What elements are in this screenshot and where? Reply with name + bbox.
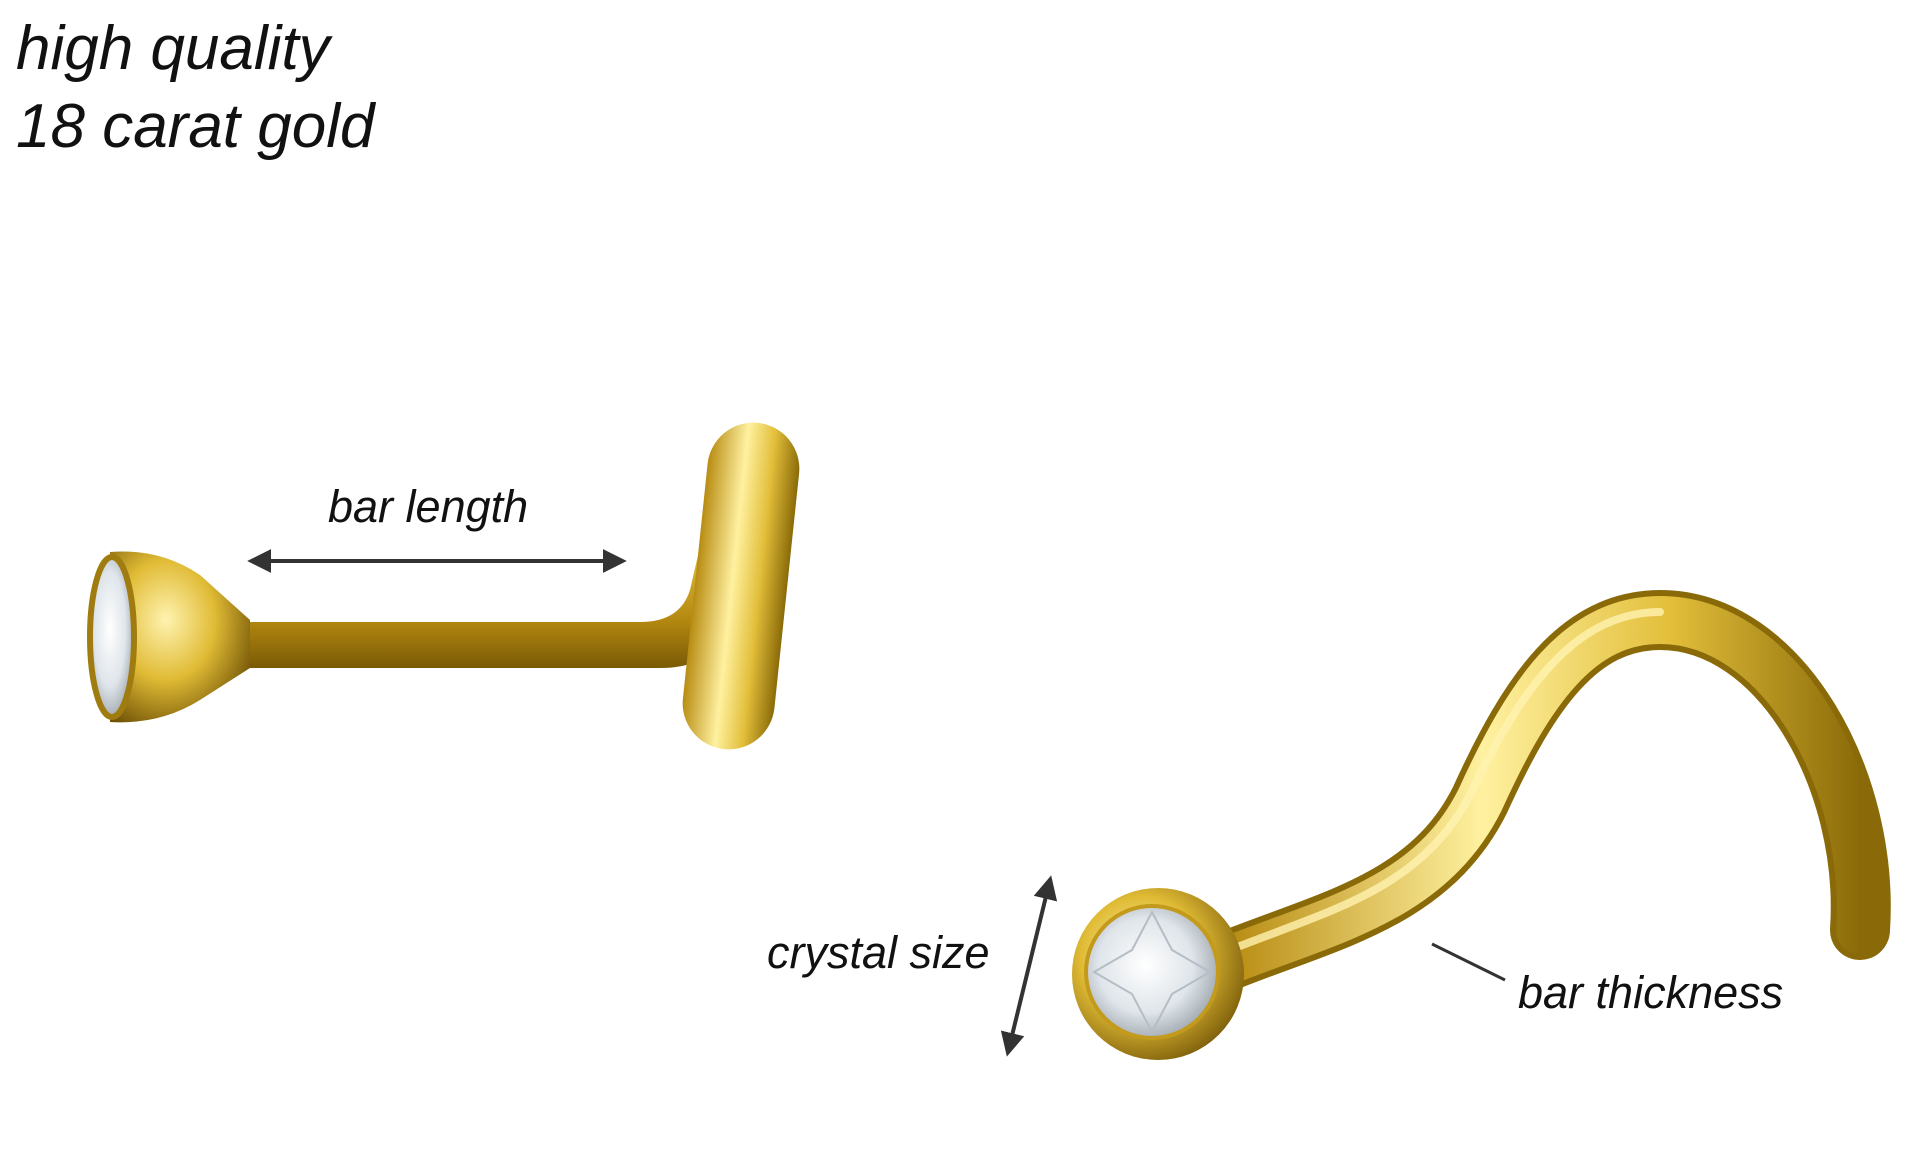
l-shape-nose-stud xyxy=(87,422,800,750)
label-crystal-size: crystal size xyxy=(767,927,990,978)
screw-nose-stud xyxy=(1072,589,1891,1060)
label-bar-length: bar length xyxy=(328,481,529,532)
headline-quality: high quality xyxy=(16,14,330,83)
label-bar-thickness: bar thickness xyxy=(1518,967,1784,1018)
bar-thickness-leader xyxy=(1431,942,1506,982)
crystal-size-arrow xyxy=(1000,875,1058,1057)
headline-material: 18 carat gold xyxy=(16,92,375,161)
